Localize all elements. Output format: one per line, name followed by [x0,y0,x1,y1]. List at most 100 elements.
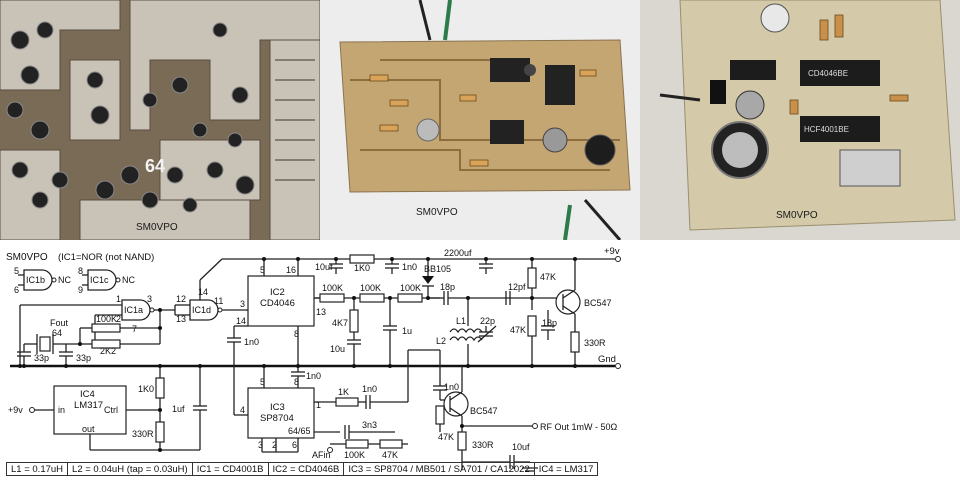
value-label: 18p [440,282,455,292]
value-label: 100K [322,283,343,293]
resistor-47k-af [379,439,403,449]
value-label: 2K2 [100,346,116,356]
pin-label: 7 [132,324,137,334]
value-label: 330R [584,338,606,348]
board-marking: 64 [145,156,165,176]
resistor-330r-q2 [457,431,467,451]
pin-label: 1 [316,400,321,410]
value-label: 1uf [172,404,185,414]
rf-out-label: RF Out 1mW - 50Ω [540,422,618,432]
pin-label: 8 [294,329,299,339]
resistor-100k-af [345,439,369,449]
photo-closeup-board: CD4046BE HCF4001BE SM0VPO [640,0,960,240]
transistor-label: BC547 [584,298,612,308]
pin-label: 5 [14,266,19,276]
value-label: 1u [402,326,412,336]
pin-label: 2 [116,314,121,324]
ic-part: CD4046 [260,298,295,309]
chip-label: HCF4001BE [804,125,849,134]
vcc-in-terminal [29,407,35,413]
value-label: 10uf [315,262,333,272]
gate-label: IC1a [124,305,143,315]
legend-l1: L1 = 0.17uH [6,462,68,476]
coil-label: L1 [456,316,466,326]
nor-note: (IC1=NOR (not NAND) [58,252,154,263]
resistor-47k [527,267,537,289]
supply-label: +9v [604,246,620,257]
gnd-label: Gnd [598,354,616,365]
pin-label: out [82,424,95,434]
value-label: 2200uf [444,248,472,258]
transistor-label: BC547 [470,406,498,416]
chip-label: CD4046BE [808,69,848,78]
pin-label: 13 [176,314,186,324]
value-label: 1n0 [306,371,321,381]
value-label: 47K [382,450,398,460]
transistor-q1 [555,289,581,315]
value-label: 100K [96,314,117,324]
callsign: SM0VPO [6,252,48,263]
legend-ic3: IC3 = SP8704 / MB501 / SA701 / CA12022 [343,462,534,476]
value-label: 33p [76,353,91,363]
value-label: 47K [540,272,556,282]
ic2-cd4046 [247,275,315,327]
pin-label: 3 [147,294,152,304]
nc-label: NC [58,275,71,285]
resistor-1k0-reg [155,377,165,399]
value-label: 33p [34,353,49,363]
pin-label: 13 [316,307,326,317]
inductor-l2 [449,336,483,342]
pin-label: 9 [78,285,83,295]
value-label: 100K [344,450,365,460]
photo-watermark: SM0VPO [136,222,178,233]
ic-label: IC2 [270,287,285,298]
pin-label: 5 [260,265,265,275]
value-label: 100K [360,283,381,293]
resistor-330r-reg [155,421,165,443]
vcc-label: +9v [8,405,23,415]
gate-label: IC1c [90,275,109,285]
pin-label: Ctrl [104,405,118,415]
fout-divider: 64 [52,328,62,338]
resistor-330r [570,331,580,353]
gate-ic1c [87,269,117,291]
pin-label: 4 [240,405,245,415]
pin-label: 11 [214,296,223,306]
value-label: 4K7 [332,318,348,328]
rf-out-terminal [532,423,538,429]
varicap-label: BB105 [424,264,451,274]
value-label: 47K [510,325,526,335]
pin-label: 1 [116,294,121,304]
resistor-100k [319,293,345,303]
resistor-100k [397,293,423,303]
afin-terminal [327,447,333,453]
gate-ic1a [121,299,151,321]
gate-ic1b [23,269,53,291]
photo-pcb-underside: 64 SM0VPO [0,0,320,240]
value-label: 1n0 [362,384,377,394]
pin-label: 6 [14,285,19,295]
legend-ic1: IC1 = CD4001B [191,462,268,476]
resistor-4k7 [349,309,359,333]
value-label: 1n0 [244,337,259,347]
value-label: 10u [330,344,345,354]
pin-label: 8 [294,377,299,387]
value-label: 1K [338,387,349,397]
pin-label: 2 [272,440,277,450]
photo-watermark: SM0VPO [416,207,458,218]
resistor-47k [527,315,537,337]
gate-label: IC1b [26,275,45,285]
resistor-100k-osc [91,323,121,333]
circuit-schematic: +9v Gnd SM0VPO (IC1=NOR (not NAND) IC1b … [6,246,621,472]
pin-label: 12 [176,294,186,304]
pin-label: 3 [240,299,245,309]
resistor-100k [359,293,385,303]
afin-label: AFin [312,450,331,460]
component-legend: L1 = 0.17uH L2 = 0.04uH (tap = 0.03uH) I… [6,462,599,476]
pin-label: 16 [286,265,296,275]
gate-label: IC1d [192,305,211,315]
value-label: 18p [542,318,557,328]
crystal [39,336,51,352]
pin-label: in [58,405,65,415]
value-label: 1n0 [444,382,459,392]
